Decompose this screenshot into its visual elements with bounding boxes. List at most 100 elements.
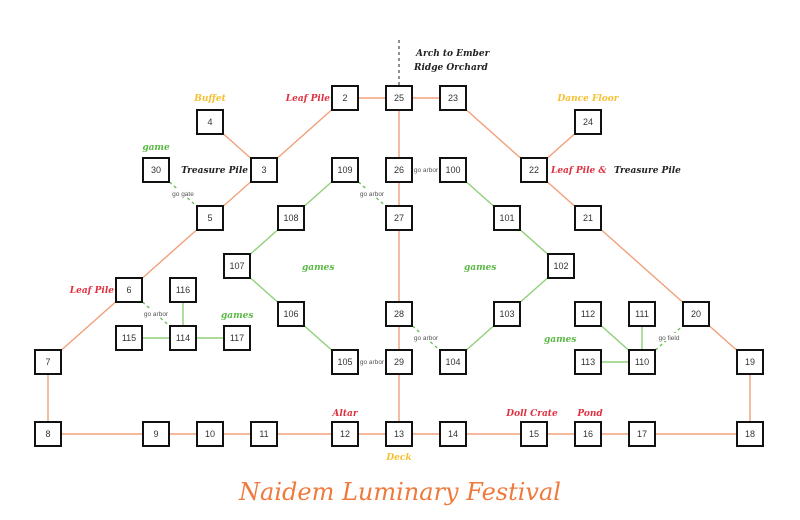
node-box (250, 157, 278, 183)
node-label: 106 (283, 309, 298, 319)
leaf-pile-label-6: Leaf Pile (69, 286, 114, 296)
node-106[interactable]: 106 (277, 301, 305, 327)
node-110[interactable]: 110 (628, 349, 656, 375)
node-4[interactable]: 4 (196, 109, 224, 135)
node-107[interactable]: 107 (223, 253, 251, 279)
node-27[interactable]: 27 (385, 205, 413, 231)
node-box (196, 421, 224, 447)
node-box (331, 421, 359, 447)
node-box (493, 205, 521, 231)
node-28[interactable]: 28 (385, 301, 413, 327)
node-26[interactable]: 26 (385, 157, 413, 183)
node-label: 20 (691, 309, 701, 319)
node-11[interactable]: 11 (250, 421, 278, 447)
node-label: 6 (126, 285, 131, 295)
link-label-bg (170, 189, 196, 197)
node-23[interactable]: 23 (439, 85, 467, 111)
node-25[interactable]: 25 (385, 85, 413, 111)
node-6[interactable]: 6 (115, 277, 143, 303)
pond-label: Pond (576, 409, 603, 419)
node-117[interactable]: 117 (223, 325, 251, 351)
node-24[interactable]: 24 (574, 109, 602, 135)
node-21[interactable]: 21 (574, 205, 602, 231)
node-box (169, 277, 197, 303)
leaf-pile-label-2: Leaf Pile (285, 94, 330, 104)
node-7[interactable]: 7 (34, 349, 62, 375)
altar-label: Altar (331, 409, 358, 419)
node-label: 27 (394, 213, 404, 223)
node-115[interactable]: 115 (115, 325, 143, 351)
node-box (277, 301, 305, 327)
node-116[interactable]: 116 (169, 277, 197, 303)
node-2[interactable]: 2 (331, 85, 359, 111)
node-114[interactable]: 114 (169, 325, 197, 351)
node-box (736, 421, 764, 447)
map-title: Naidem Luminary Festival (238, 478, 561, 506)
node-box (223, 325, 251, 351)
node-113[interactable]: 113 (574, 349, 602, 375)
link-label: go field (659, 335, 680, 342)
node-box (574, 301, 602, 327)
node-box (196, 205, 224, 231)
node-111[interactable]: 111 (628, 301, 656, 327)
buffet-label: Buffet (193, 94, 226, 104)
node-29[interactable]: 29 (385, 349, 413, 375)
node-104[interactable]: 104 (439, 349, 467, 375)
node-10[interactable]: 10 (196, 421, 224, 447)
node-19[interactable]: 19 (736, 349, 764, 375)
node-100[interactable]: 100 (439, 157, 467, 183)
node-9[interactable]: 9 (142, 421, 170, 447)
treasure-pile-label-22: Treasure Pile (614, 166, 681, 176)
node-108[interactable]: 108 (277, 205, 305, 231)
node-101[interactable]: 101 (493, 205, 521, 231)
node-label: 117 (230, 333, 244, 343)
node-102[interactable]: 102 (547, 253, 575, 279)
node-109[interactable]: 109 (331, 157, 359, 183)
node-label: 100 (445, 165, 460, 175)
node-label: 5 (207, 213, 212, 223)
node-box (142, 157, 170, 183)
node-103[interactable]: 103 (493, 301, 521, 327)
node-box (574, 109, 602, 135)
node-label: 103 (499, 309, 514, 319)
node-label: 15 (529, 429, 539, 439)
node-label: 22 (529, 165, 539, 175)
node-box (331, 157, 359, 183)
node-17[interactable]: 17 (628, 421, 656, 447)
doll-crate-label: Doll Crate (505, 409, 558, 419)
link-label-bg (656, 333, 682, 341)
node-label: 109 (337, 165, 352, 175)
path-edge-20-21 (587, 217, 697, 315)
arch-label-line2: Ridge Orchard (413, 63, 489, 73)
node-18[interactable]: 18 (736, 421, 764, 447)
node-label: 110 (635, 357, 649, 367)
node-5[interactable]: 5 (196, 205, 224, 231)
node-22[interactable]: 22 (520, 157, 548, 183)
game-label-30: game (142, 143, 170, 153)
node-box (439, 421, 467, 447)
node-14[interactable]: 14 (439, 421, 467, 447)
node-box (493, 301, 521, 327)
node-label: 9 (153, 429, 158, 439)
node-12[interactable]: 12 (331, 421, 359, 447)
node-label: 105 (337, 357, 352, 367)
node-30[interactable]: 30 (142, 157, 170, 183)
node-20[interactable]: 20 (682, 301, 710, 327)
node-8[interactable]: 8 (34, 421, 62, 447)
node-box (34, 421, 62, 447)
node-105[interactable]: 105 (331, 349, 359, 375)
link-label-bg (413, 333, 439, 341)
node-112[interactable]: 112 (574, 301, 602, 327)
node-label: 10 (205, 429, 215, 439)
node-label: 16 (583, 429, 593, 439)
node-box (277, 205, 305, 231)
node-15[interactable]: 15 (520, 421, 548, 447)
node-13[interactable]: 13 (385, 421, 413, 447)
node-label: 13 (394, 429, 404, 439)
node-box (331, 85, 359, 111)
node-3[interactable]: 3 (250, 157, 278, 183)
node-box (169, 325, 197, 351)
node-label: 14 (448, 429, 458, 439)
node-16[interactable]: 16 (574, 421, 602, 447)
